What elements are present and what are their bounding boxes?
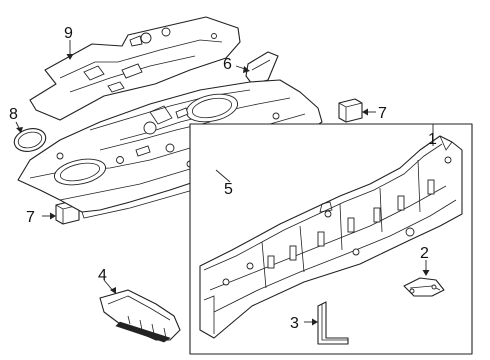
callout-7-lower: 7 — [26, 209, 35, 226]
part-4-trim — [99, 289, 181, 343]
callout-9: 9 — [64, 25, 73, 42]
part-1-rear-panel — [199, 135, 463, 339]
callout-1: 1 — [428, 131, 437, 148]
callout-5: 5 — [224, 181, 233, 198]
part-6-pad — [245, 51, 279, 85]
callout-8: 8 — [9, 106, 18, 123]
part-8-plug — [13, 128, 47, 152]
part-9-insulator — [29, 16, 241, 121]
callout-2: 2 — [420, 245, 429, 262]
part-2-bracket — [403, 277, 445, 297]
callout-4: 4 — [98, 267, 107, 284]
leader-lines — [15, 40, 434, 326]
callout-7-upper: 7 — [378, 105, 387, 122]
callout-3: 3 — [290, 315, 299, 332]
part-7-block-upper — [338, 98, 363, 123]
callout-6: 6 — [223, 56, 232, 73]
part-3-l-bracket — [317, 301, 349, 345]
